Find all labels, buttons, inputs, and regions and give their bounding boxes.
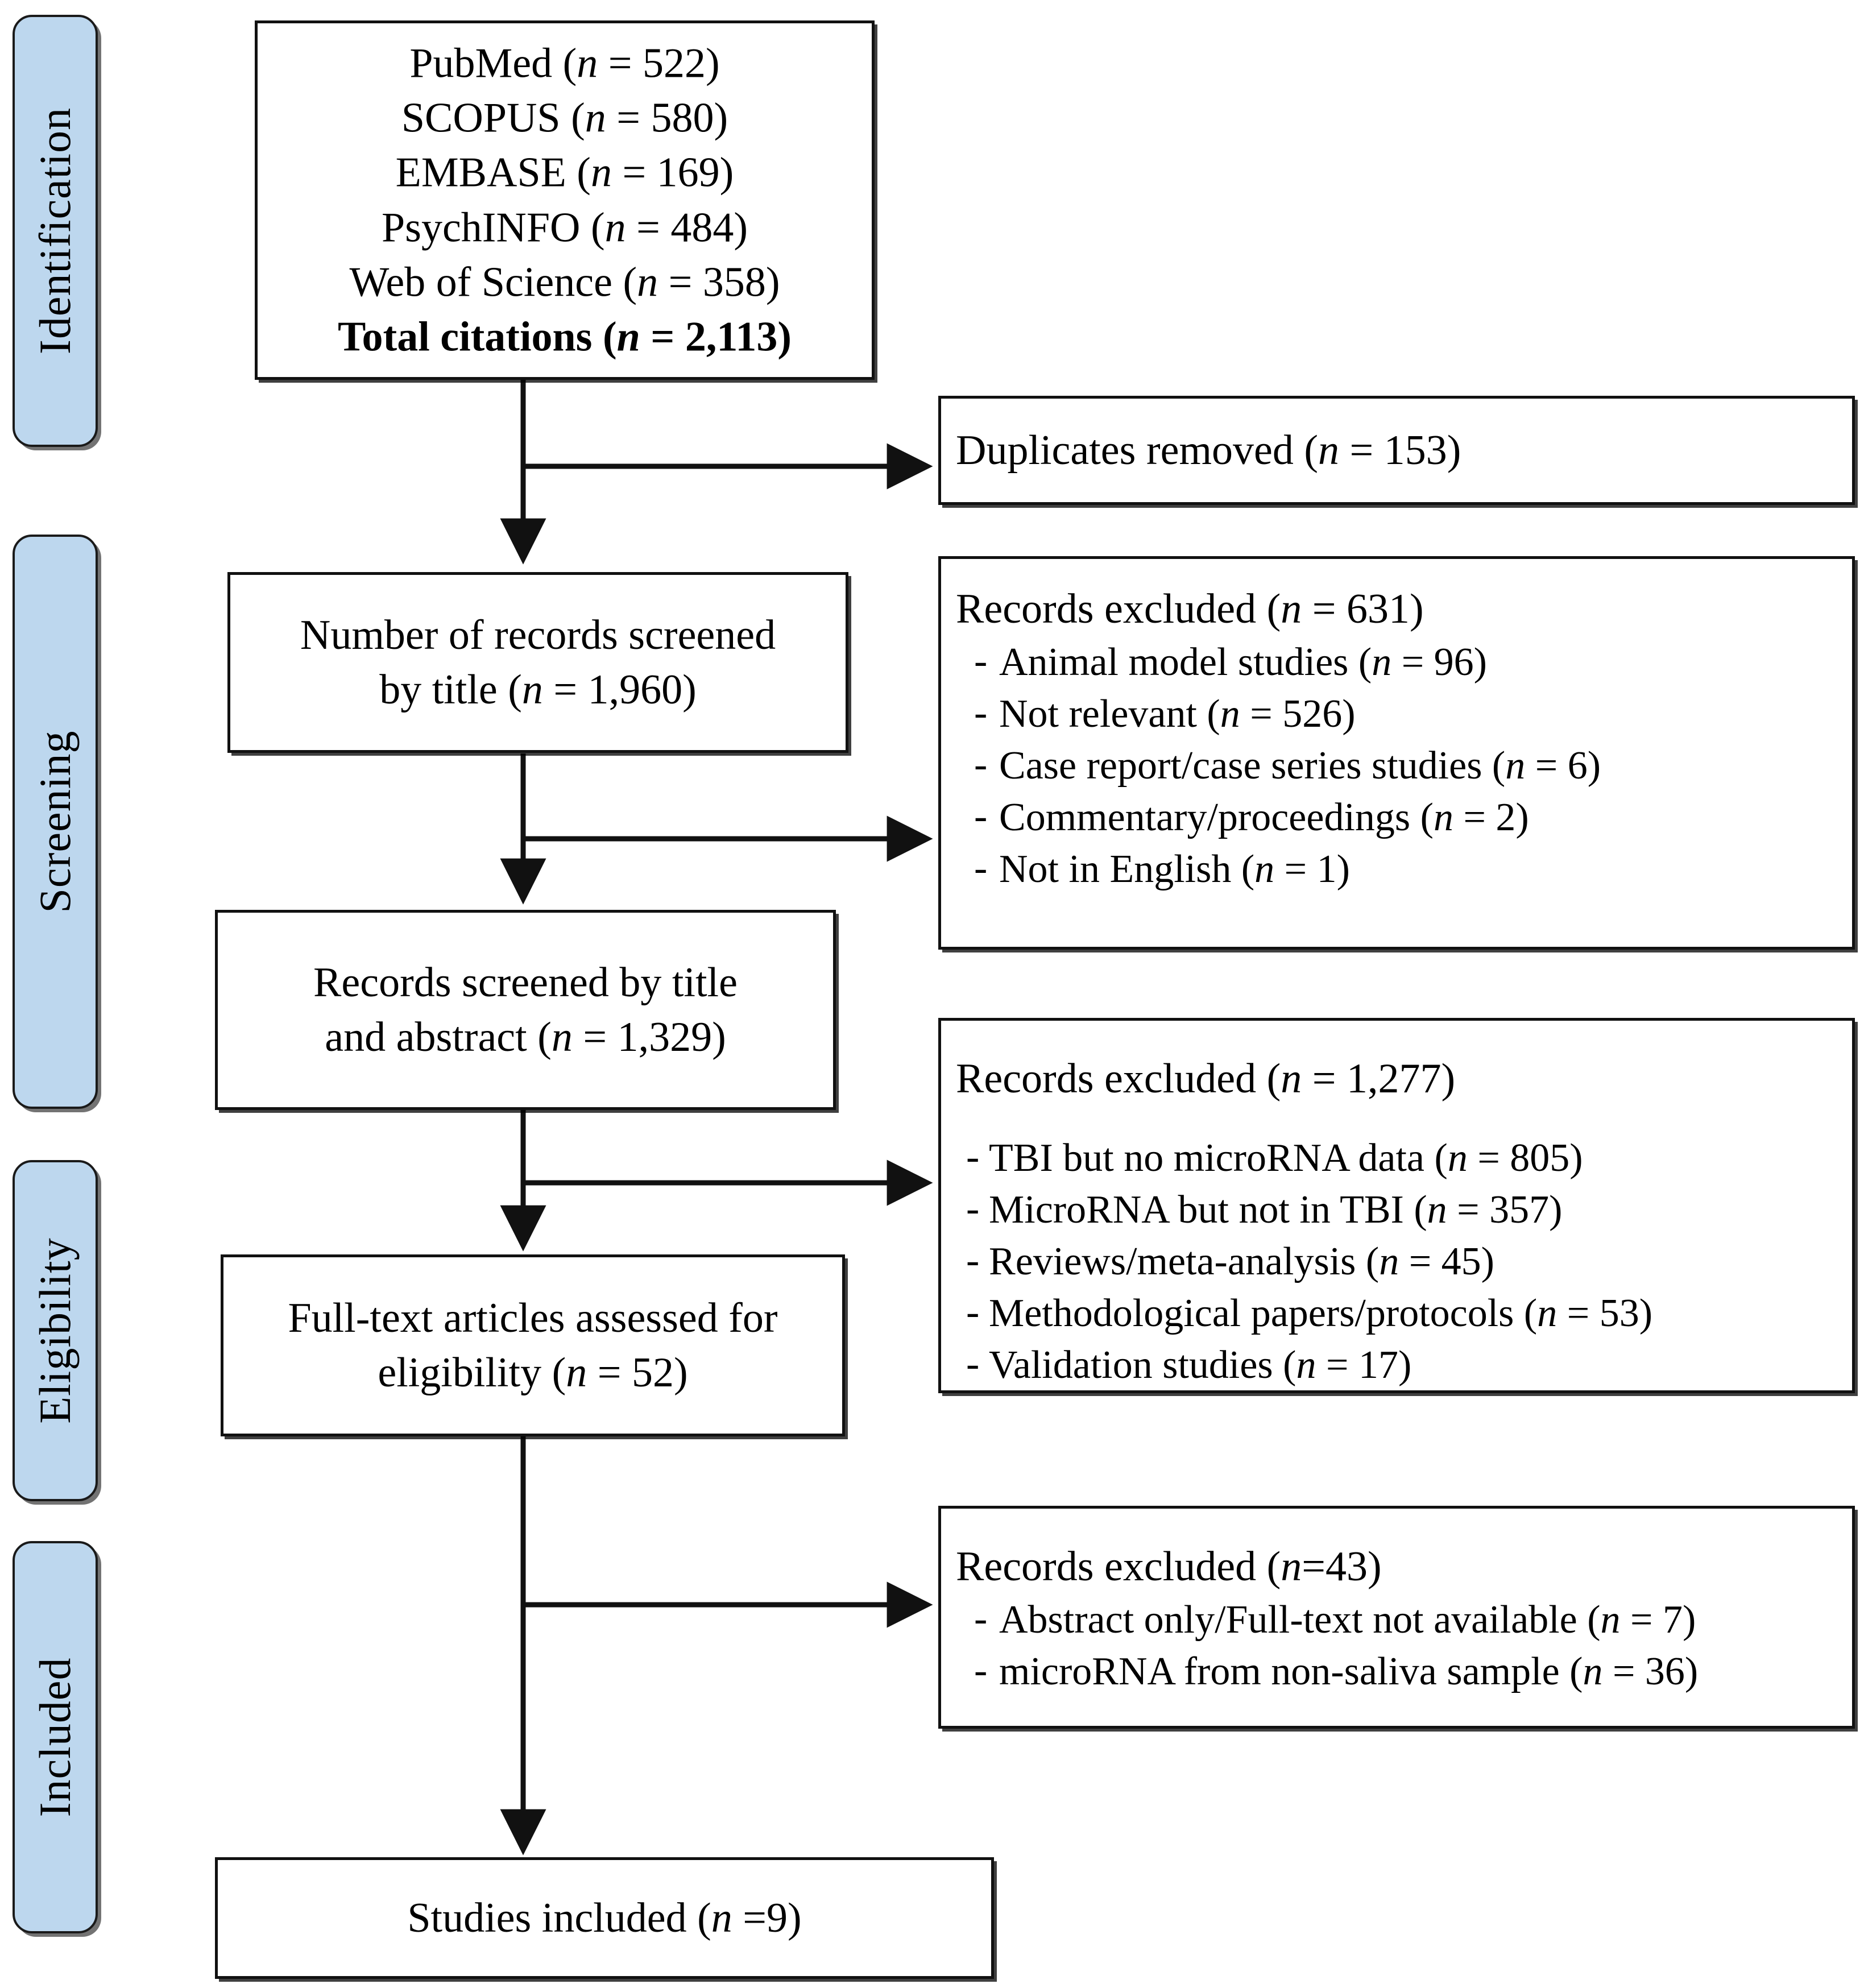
stage-screening: Screening <box>13 535 98 1109</box>
list-item-label: TBI but no microRNA data (n = 805) <box>989 1136 1583 1181</box>
box-fulltext-assessed: Full-text articles assessed for eligibil… <box>221 1254 845 1436</box>
bullet-dash-icon: - <box>974 691 988 735</box>
bullet-dash-icon: - <box>974 743 988 787</box>
list-item: -Not relevant (n = 526) <box>956 688 1837 740</box>
box-duplicates-removed: Duplicates removed (n = 153) <box>938 396 1855 505</box>
box-studies-included: Studies included (n =9) <box>215 1857 994 1979</box>
list-item: -Reviews/meta-analysis (n = 45) <box>956 1236 1837 1287</box>
records-screened-abstract-line2: and abstract (n = 1,329) <box>325 1014 726 1061</box>
stage-included: Included <box>13 1541 98 1933</box>
records-excluded-title-list: -Animal model studies (n = 96) -Not rele… <box>956 636 1837 895</box>
list-item-label: MicroRNA but not in TBI (n = 357) <box>989 1188 1563 1232</box>
records-excluded-fulltext-heading: Records excluded (n=43) <box>956 1543 1382 1590</box>
list-item-label: Abstract only/Full-text not available (n… <box>999 1598 1696 1642</box>
studies-included-heading: Studies included (n =9) <box>407 1894 802 1941</box>
list-item-label: Not relevant (n = 526) <box>999 692 1356 736</box>
fulltext-assessed-line1: Full-text articles assessed for <box>288 1294 778 1341</box>
records-screened-abstract-line1: Records screened by title <box>313 959 738 1006</box>
duplicates-removed-heading: Duplicates removed (n = 153) <box>956 426 1461 474</box>
stage-included-label: Included <box>30 1657 80 1817</box>
source-pubmed: PubMed (n = 522) <box>409 40 720 87</box>
bullet-dash-icon: - <box>974 1649 988 1693</box>
stage-eligibility: Eligibility <box>13 1160 98 1501</box>
list-item-label: Not in English (n = 1) <box>999 847 1350 892</box>
list-item: -TBI but no microRNA data (n = 805) <box>956 1132 1837 1184</box>
box-records-screened-title: Number of records screened by title (n =… <box>227 572 848 753</box>
list-item-label: Animal model studies (n = 96) <box>999 640 1487 685</box>
list-item: -Not in English (n = 1) <box>956 843 1837 895</box>
list-item: -Methodological papers/protocols (n = 53… <box>956 1287 1837 1339</box>
records-screened-title-line2: by title (n = 1,960) <box>379 666 697 713</box>
records-excluded-abstract-list: -TBI but no microRNA data (n = 805) -Mic… <box>956 1132 1837 1391</box>
box-records-excluded-title: Records excluded (n = 631) -Animal model… <box>938 556 1855 950</box>
records-excluded-title-heading: Records excluded (n = 631) <box>956 586 1424 632</box>
list-item-label: Methodological papers/protocols (n = 53) <box>989 1291 1653 1336</box>
bullet-dash-icon: - <box>966 1187 980 1231</box>
stage-eligibility-label: Eligibility <box>30 1237 80 1424</box>
list-item: -MicroRNA but not in TBI (n = 357) <box>956 1184 1837 1236</box>
box-records-excluded-fulltext: Records excluded (n=43) -Abstract only/F… <box>938 1506 1855 1729</box>
bullet-dash-icon: - <box>966 1290 980 1335</box>
source-total-citations: Total citations (n = 2,113) <box>337 313 792 361</box>
bullet-dash-icon: - <box>974 846 988 891</box>
bullet-dash-icon: - <box>974 1597 988 1641</box>
source-scopus: SCOPUS (n = 580) <box>401 94 728 142</box>
records-excluded-abstract-heading: Records excluded (n = 1,277) <box>956 1055 1456 1102</box>
list-item-label: Validation studies (n = 17) <box>989 1343 1412 1388</box>
list-item-label: Commentary/proceedings (n = 2) <box>999 796 1529 840</box>
stage-screening-label: Screening <box>30 730 80 913</box>
list-item: -Abstract only/Full-text not available (… <box>956 1594 1837 1646</box>
list-item-label: microRNA from non-saliva sample (n = 36) <box>999 1650 1699 1694</box>
box-search-sources: PubMed (n = 522) SCOPUS (n = 580) EMBASE… <box>255 20 875 380</box>
bullet-dash-icon: - <box>974 639 988 684</box>
list-item-label: Reviews/meta-analysis (n = 45) <box>989 1240 1494 1284</box>
list-item: -microRNA from non-saliva sample (n = 36… <box>956 1646 1837 1697</box>
source-embase: EMBASE (n = 169) <box>395 149 734 196</box>
list-item: -Validation studies (n = 17) <box>956 1339 1837 1391</box>
list-item: -Case report/case series studies (n = 6) <box>956 740 1837 792</box>
source-web-of-science: Web of Science (n = 358) <box>349 259 780 306</box>
source-psychinfo: PsychINFO (n = 484) <box>381 204 748 251</box>
records-excluded-fulltext-list: -Abstract only/Full-text not available (… <box>956 1594 1837 1697</box>
records-screened-title-line1: Number of records screened <box>300 611 776 658</box>
spacer <box>956 1106 1837 1132</box>
bullet-dash-icon: - <box>966 1135 980 1179</box>
box-records-excluded-abstract: Records excluded (n = 1,277) -TBI but no… <box>938 1018 1855 1393</box>
list-item: -Commentary/proceedings (n = 2) <box>956 792 1837 843</box>
bullet-dash-icon: - <box>974 794 988 839</box>
box-records-screened-title-abstract: Records screened by title and abstract (… <box>215 910 836 1110</box>
bullet-dash-icon: - <box>966 1342 980 1386</box>
fulltext-assessed-line2: eligibility (n = 52) <box>378 1349 688 1396</box>
stage-identification-label: Identification <box>30 107 80 355</box>
list-item-label: Case report/case series studies (n = 6) <box>999 744 1601 788</box>
bullet-dash-icon: - <box>966 1239 980 1283</box>
stage-identification: Identification <box>13 15 98 447</box>
list-item: -Animal model studies (n = 96) <box>956 636 1837 688</box>
